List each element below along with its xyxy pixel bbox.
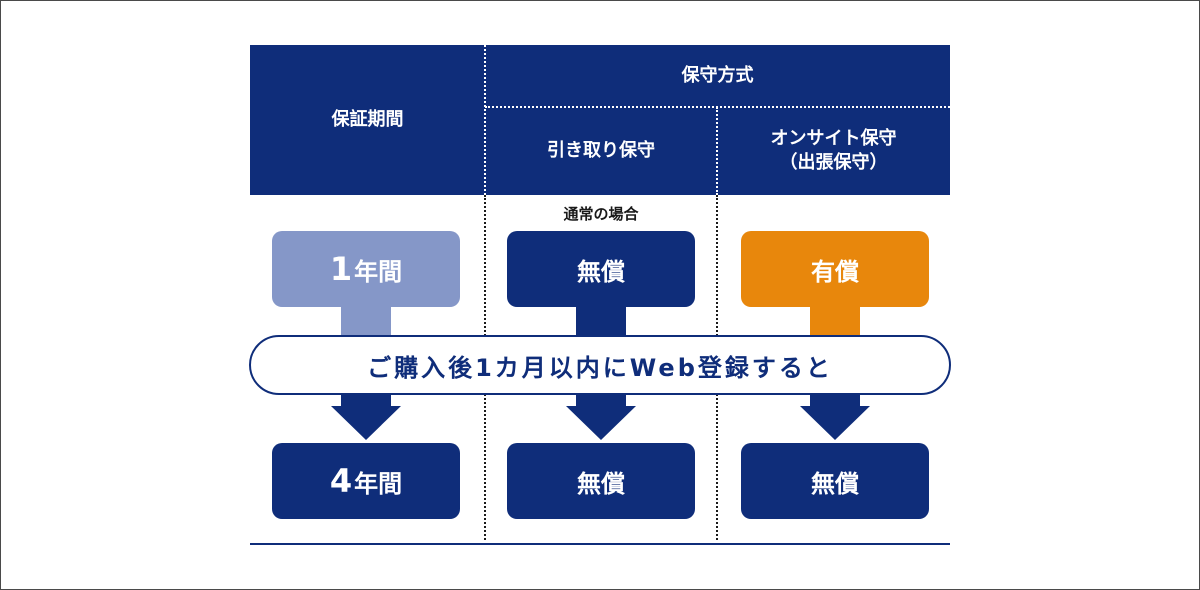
- period-number: 1: [329, 250, 353, 288]
- onsite-normal-box: 有償: [741, 231, 929, 307]
- arrow-onsite: [800, 388, 870, 440]
- registration-banner: ご購入後1カ月以内にWeb登録すると: [249, 335, 951, 395]
- header-warranty-period: 保証期間: [331, 108, 404, 130]
- header-onsite-line2: （出張保守）: [779, 152, 888, 173]
- period-number-registered: 4: [329, 462, 353, 500]
- period-1-year-box: 1 年間: [272, 231, 460, 307]
- table-bottom-rule: [250, 543, 950, 545]
- arrow-period: [331, 388, 401, 440]
- header-maintenance-method: 保守方式: [681, 64, 754, 86]
- period-unit: 年間: [354, 257, 403, 286]
- table-header: 保証期間 保守方式 引き取り保守 オンサイト保守 （出張保守）: [250, 45, 950, 195]
- header-divider-1: [484, 45, 486, 195]
- normal-case-label: 通常の場合: [563, 205, 639, 223]
- pickup-registered-box: 無償: [507, 443, 695, 519]
- pickup-normal-box: 無償: [507, 231, 695, 307]
- period-4-year-box: 4 年間: [272, 443, 460, 519]
- header-onsite-maintenance: オンサイト保守 （出張保守）: [717, 107, 950, 195]
- arrow-pickup: [566, 388, 636, 440]
- header-onsite-line1: オンサイト保守: [770, 127, 897, 149]
- period-unit-registered: 年間: [354, 469, 403, 498]
- header-divider-2: [716, 107, 718, 195]
- header-pickup-maintenance: 引き取り保守: [547, 139, 655, 161]
- onsite-registered-box: 無償: [741, 443, 929, 519]
